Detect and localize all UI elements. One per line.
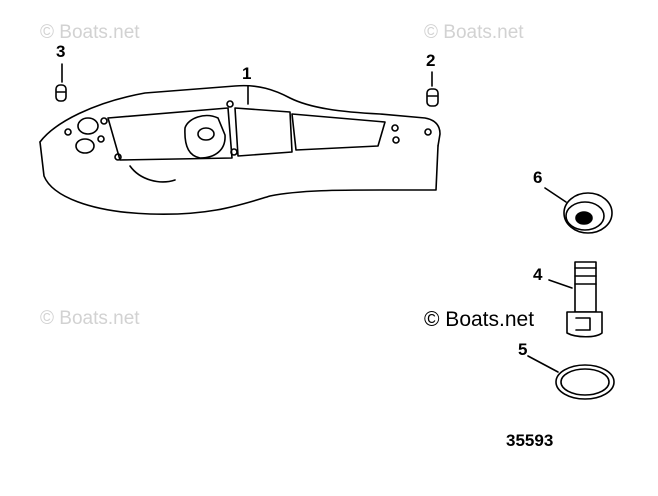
callout-6: 6 (533, 168, 543, 187)
callout-3: 3 (56, 42, 66, 61)
callout-4: 4 (533, 265, 543, 284)
part-1-housing (39, 84, 441, 216)
watermark-top-right: © Boats.net (424, 22, 524, 43)
leader-5 (527, 355, 559, 373)
callout-5: 5 (518, 340, 528, 359)
leader-6 (544, 187, 567, 203)
part-3-dowel (55, 84, 67, 102)
part-6-bushing (563, 192, 613, 234)
watermark-top-left: © Boats.net (40, 22, 140, 43)
callout-2: 2 (426, 51, 436, 70)
part-4-bolt (566, 261, 603, 338)
watermark-mid-left: © Boats.net (40, 308, 140, 329)
copyright-label: © Boats.net (424, 308, 535, 331)
diagram-number: 35593 (506, 431, 554, 450)
part-2-pin (426, 88, 439, 107)
part-5-oring (555, 364, 615, 400)
callout-1: 1 (242, 64, 252, 83)
leader-4 (548, 279, 573, 289)
